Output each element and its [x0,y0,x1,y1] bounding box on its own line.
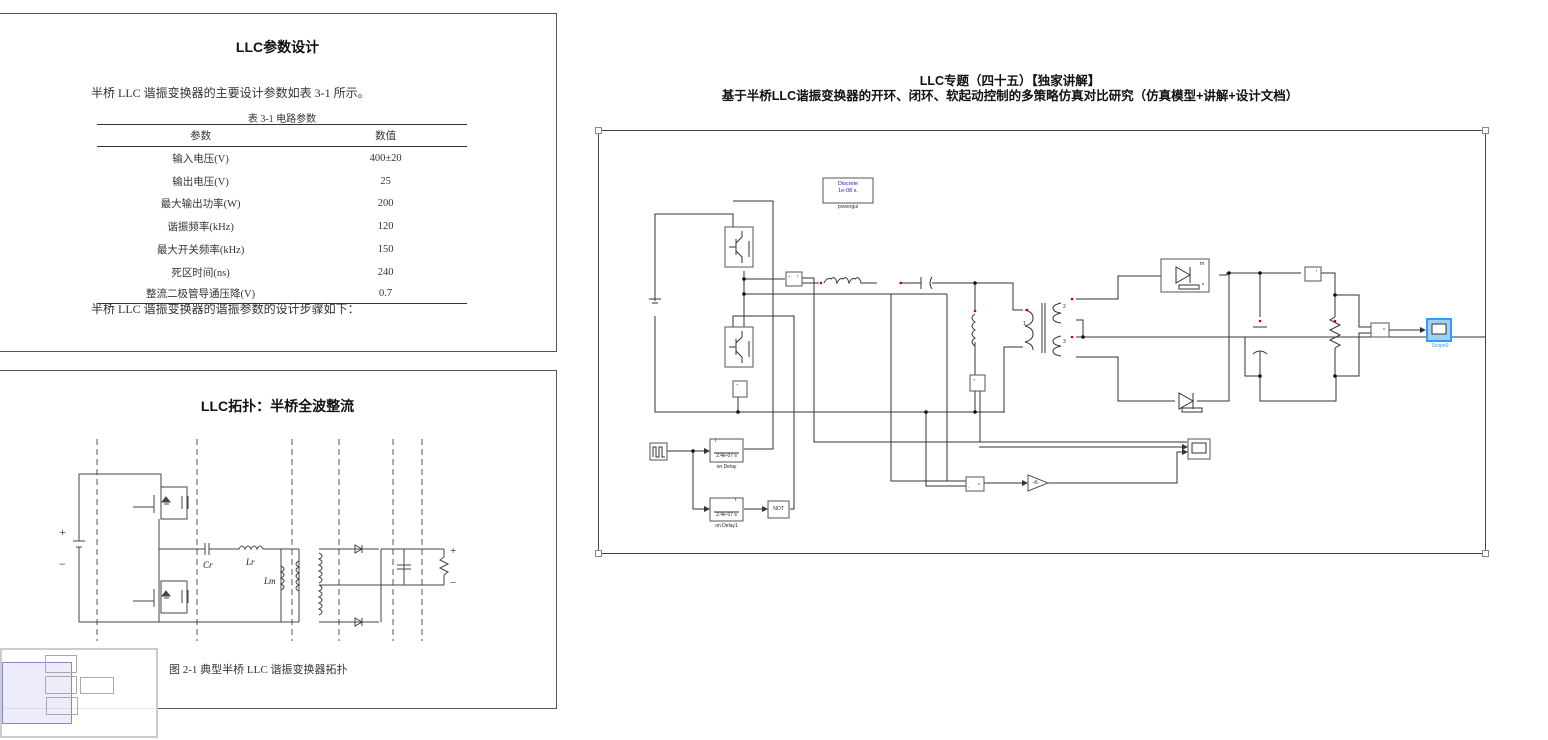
on-delay-block [709,438,744,463]
param-value: 120 [377,221,394,233]
table-row: 谐振频率(kHz) 120 [97,215,467,238]
figure-caption: 图 2-1 典型半桥 LLC 谐振变换器拓扑 [169,664,348,676]
param-name: 输出电压(V) [172,176,229,188]
vmeas-bottom-minus: - [968,484,970,489]
table-header-row: 参数 数值 [97,124,467,147]
resize-handle[interactable] [1482,550,1489,557]
wires [654,200,1485,512]
voltage-measurement-lm [969,374,986,392]
current-measurement-out [1304,266,1322,282]
topology-circuit [73,473,450,627]
on-delay1-block [709,497,744,522]
params-table: 参数 数值 输入电压(V) 400±20 输出电压(V) 25 最大输出功率(W) 2… [97,124,467,304]
gain-triangle [1027,474,1050,492]
minimap-block [45,676,77,694]
powergui-block-text[interactable]: Discrete 1e-08 s. [823,181,873,195]
vmeas-out-label: v [1383,326,1385,331]
battery-plus: + [59,525,66,539]
on-delay-value[interactable]: 2.4e-07 s [716,453,737,459]
params-outro: 半桥 LLC 谐振变换器的谐振参数的设计步骤如下： [91,302,360,316]
gain-label[interactable]: -K- [1032,480,1040,486]
param-value: 0.7 [304,283,467,304]
cr-label: Cr [203,560,213,570]
table-row: 最大开关频率(kHz) 150 [97,238,467,261]
topology-title: LLC拓扑：半桥全波整流 [200,398,355,414]
param-value: 400±20 [369,152,402,164]
not-block [767,500,790,519]
powergui-mode: Discrete [837,181,859,187]
winding-2-label: 2 [1063,304,1066,310]
simulation-title-line2: 基于半桥LLC谐振变换器的开环、闭环、软起动控制的多策略仿真对比研究（仿真模型+… [721,89,1299,103]
params-title: LLC参数设计 [235,39,320,55]
diode-k-port: k [1202,281,1204,286]
param-value: 25 [380,175,391,187]
voltage-measurement-bottom [965,476,985,492]
column-header: 参数 [97,124,305,147]
resize-handle[interactable] [595,127,602,134]
table-row: 整流二极管导通压降(V)0.7 [97,283,467,304]
output-plus: + [450,545,457,557]
vmeas-bottom-label: v [978,481,980,486]
lr-label: Lr [246,557,255,567]
minimap-block [45,655,77,673]
param-value: 240 [377,266,394,278]
table-row: 死区时间(ns) 240 [97,261,467,284]
on-delay1-t: t [735,497,737,503]
minimap-block [80,677,114,694]
param-name: 死区时间(ns) [171,267,230,279]
param-name: 输入电压(V) [172,153,229,165]
vmeas-plus: + [973,377,976,382]
minimap-block [46,697,78,715]
table-caption: 表 3-1 电路参数 [247,114,317,125]
param-name: 最大输出功率(W) [160,199,241,211]
current-measurement [785,271,803,287]
params-panel: LLC参数设计 半桥 LLC 谐振变换器的主要设计参数如表 3-1 所示。 表 … [0,13,557,352]
table-row: 最大输出功率(W) 200 [97,193,467,216]
vmeas-out-minus: - [1373,330,1375,335]
diode-upper-block [1160,258,1210,293]
table-row: 输出电压(V) 25 [97,170,467,193]
column-header: 数值 [304,124,467,147]
vmeas-lower-plus: + [736,382,739,387]
param-name: 整流二极管导通压降(V) [97,283,305,304]
powergui-label: powergui [837,204,859,210]
params-intro: 半桥 LLC 谐振变换器的主要设计参数如表 3-1 所示。 [91,86,370,100]
model-diagram [649,177,1485,522]
param-value: 150 [377,244,394,256]
not-block-label[interactable]: NOT [773,506,784,512]
imeas-label: i [797,273,798,278]
simulink-model-canvas[interactable]: Discrete 1e-08 s. powergui t 2.4e-07 s o… [595,127,1489,557]
dashed-separators [96,439,423,641]
param-value: 200 [377,198,394,210]
on-delay-t: t [715,438,717,444]
table-row: 输入电压(V) 400±20 [97,147,467,170]
on-delay1-value[interactable]: 2.4e-07 s [716,512,737,518]
param-name: 最大开关频率(kHz) [156,245,245,257]
param-name: 谐振频率(kHz) [167,222,234,234]
voltage-measurement-lower [732,380,748,398]
simulation-title: LLC专题（四十五）【独家讲解】 基于半桥LLC谐振变换器的开环、闭环、软起动控… [600,74,1420,104]
diode-m-port: m [1200,261,1205,267]
simulation-title-line1: LLC专题（四十五）【独家讲解】 [919,74,1101,88]
winding-3-label: 3 [1063,339,1066,345]
model-minimap[interactable] [0,648,158,738]
on-delay1-label: on Delay1 [715,523,738,529]
resize-handle[interactable] [1482,127,1489,134]
topology-diagram [73,439,450,641]
lm-label: Lm [264,576,276,586]
scope9-label[interactable]: Scope9 [1431,343,1449,349]
voltage-measurement-out [1370,322,1390,338]
imeas-out-label: i [1316,268,1317,273]
winding-1-label: 1 [1023,321,1026,327]
battery-minus: − [59,557,66,571]
resize-handle[interactable] [595,550,602,557]
imeas-plus: + [788,274,791,279]
on-delay-label: on Delay [716,464,737,470]
powergui-block [822,177,874,204]
output-minus: − [450,577,457,589]
powergui-step: 1e-08 s. [838,188,858,194]
